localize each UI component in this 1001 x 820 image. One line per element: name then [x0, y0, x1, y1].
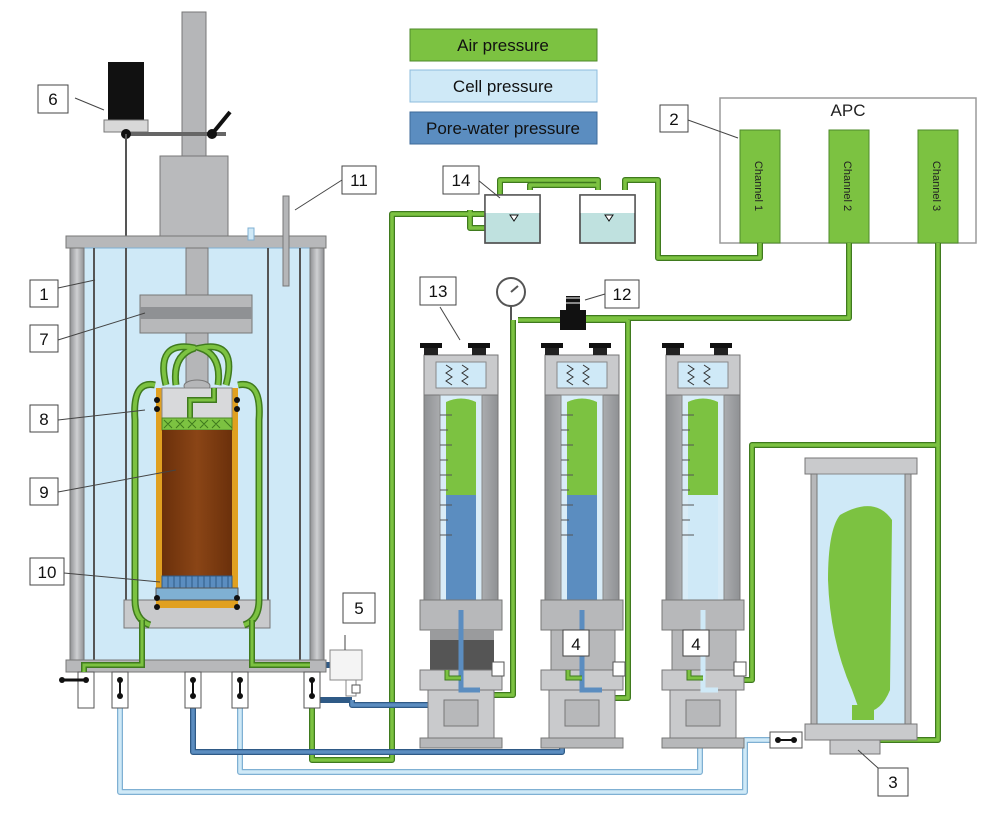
svg-text:4: 4 [571, 635, 580, 654]
svg-text:2: 2 [669, 110, 678, 129]
load-cell [159, 155, 229, 239]
callout-13: 13 [419, 276, 457, 306]
base-valves [77, 671, 321, 709]
apc-channel-3-label: Channel 3 [930, 161, 942, 211]
svg-text:10: 10 [38, 563, 57, 582]
legend-pore-swatch [409, 111, 598, 145]
callout-4a: 4 [562, 629, 590, 657]
svg-text:4: 4 [691, 635, 700, 654]
callout-5: 5 [342, 592, 376, 624]
callout-1: 1 [29, 279, 59, 308]
callouts: 1 2 3 4 4 5 6 7 [29, 84, 909, 797]
cell-pressure-sensor-rod [282, 195, 290, 287]
legend-cell-label: Cell pressure [453, 77, 553, 96]
svg-text:3: 3 [888, 773, 897, 792]
apc-unit: APC Channel 1 Channel 2 Channel 3 [719, 97, 977, 244]
legend-air-label: Air pressure [457, 36, 549, 55]
legend-cell-swatch [409, 69, 598, 103]
callout-2: 2 [659, 104, 689, 133]
callout-4b: 4 [682, 629, 710, 657]
callout-8: 8 [29, 404, 59, 433]
soil-specimen [131, 343, 263, 629]
apc-channel-2 [828, 129, 870, 244]
apc-channel-2-label: Channel 2 [841, 161, 853, 211]
callout-10: 10 [29, 557, 65, 586]
svg-text:9: 9 [39, 483, 48, 502]
pore-pressure-transducer [329, 649, 363, 681]
callout-9: 9 [29, 477, 59, 506]
pressure-gauge [496, 277, 526, 320]
legend-pore-label: Pore-water pressure [426, 119, 580, 138]
callout-14: 14 [442, 165, 480, 195]
apc-channel-1-label: Channel 1 [752, 161, 764, 211]
pressure-regulator [560, 296, 586, 330]
svg-text:13: 13 [429, 282, 448, 301]
volume-controller-3 [661, 343, 747, 749]
callout-11: 11 [341, 165, 377, 195]
svg-text:14: 14 [452, 171, 471, 190]
legend-air-swatch [409, 28, 598, 62]
lvdt-sensor [108, 62, 144, 122]
callout-7: 7 [29, 324, 59, 353]
svg-text:6: 6 [48, 90, 57, 109]
load-piston-rod [181, 11, 207, 159]
volume-controller-2 [540, 343, 626, 749]
volume-controller-1 [419, 343, 505, 749]
water-tanks [484, 194, 636, 244]
svg-text:1: 1 [39, 285, 48, 304]
legend: Air pressure Cell pressure Pore-water pr… [409, 28, 598, 145]
svg-text:12: 12 [613, 285, 632, 304]
leader-lines [57, 97, 879, 769]
apc-title: APC [831, 101, 866, 120]
air-bag-reservoir [769, 457, 918, 755]
callout-12: 12 [604, 279, 640, 309]
svg-text:7: 7 [39, 330, 48, 349]
callout-3: 3 [877, 767, 909, 797]
triaxial-cell [59, 11, 363, 709]
svg-text:11: 11 [350, 171, 368, 190]
svg-text:5: 5 [354, 599, 363, 618]
svg-text:8: 8 [39, 410, 48, 429]
callout-6: 6 [37, 84, 69, 114]
